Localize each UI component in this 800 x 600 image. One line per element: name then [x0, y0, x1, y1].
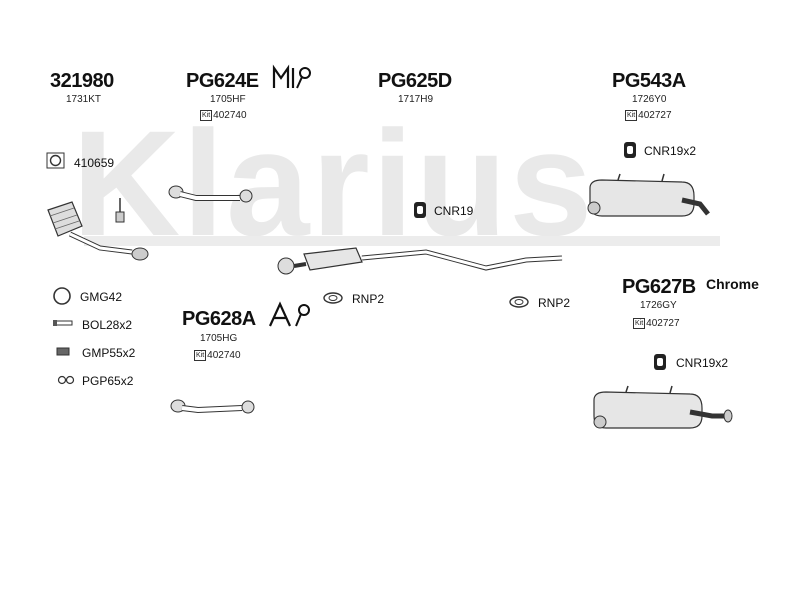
- a-badge-icon: [268, 301, 310, 327]
- part-number-pg543a[interactable]: PG543A: [612, 70, 686, 92]
- fitting-cnr19x2-top[interactable]: CNR19x2: [644, 144, 697, 158]
- kit-number: 402727: [638, 110, 672, 121]
- middle-section-pg625d-drawing: [277, 247, 563, 275]
- finish-chrome: Chrome: [706, 276, 759, 292]
- gasket-ring-icon: [323, 292, 343, 304]
- kit-number: 402740: [207, 350, 241, 361]
- fitting-gmg42[interactable]: GMG42: [80, 290, 123, 304]
- kit-icon: Kit: [200, 110, 213, 121]
- gasket-ring-icon: [53, 287, 71, 305]
- gasket-ring-icon: [509, 296, 529, 308]
- kit-402727-bottom: Kit 402727: [633, 318, 680, 329]
- kit-402727-top: Kit 402727: [625, 110, 672, 121]
- part-number-pg625d[interactable]: PG625D: [378, 70, 452, 92]
- rubber-mount-icon: [624, 142, 636, 158]
- rubber-mount-icon: [654, 354, 666, 370]
- klarius-watermark: Klarius: [72, 99, 595, 267]
- bolt-icon: [53, 320, 73, 326]
- clamp-410659-icon: [46, 152, 65, 169]
- fitting-410659[interactable]: 410659: [74, 156, 115, 170]
- part-code-1705hf: 1705HF: [210, 94, 246, 105]
- rubber-mount-icon: [414, 202, 426, 218]
- fitting-cnr19[interactable]: CNR19: [434, 204, 474, 218]
- front-pipe-pg624e-drawing: [168, 185, 253, 203]
- rear-silencer-pg543a-drawing: [587, 173, 710, 217]
- mi-badge-icon: [272, 64, 311, 89]
- clamp-icon: [56, 347, 70, 356]
- fitting-rnp2-left[interactable]: RNP2: [352, 292, 385, 306]
- kit-402740-bottom: Kit 402740: [194, 350, 241, 361]
- fitting-cnr19x2-bottom[interactable]: CNR19x2: [676, 356, 729, 370]
- part-code-1731kt: 1731KT: [66, 94, 102, 105]
- kit-icon: Kit: [194, 350, 207, 361]
- washer-icon: [57, 375, 75, 385]
- fitting-rnp2-right[interactable]: RNP2: [538, 296, 571, 310]
- fitting-pgp65x2[interactable]: PGP65x2: [82, 374, 134, 388]
- rear-silencer-pg627b-drawing: [593, 385, 733, 429]
- catalytic-converter-drawing: [47, 198, 149, 261]
- front-pipe-pg628a-drawing: [170, 399, 255, 414]
- part-code-1726gy: 1726GY: [640, 300, 677, 311]
- part-number-321980[interactable]: 321980: [50, 70, 114, 92]
- part-code-1726y0: 1726Y0: [632, 94, 667, 105]
- part-code-1717h9: 1717H9: [398, 94, 434, 105]
- kit-icon: Kit: [633, 318, 646, 329]
- kit-number: 402740: [213, 110, 247, 121]
- fitting-bol28x2[interactable]: BOL28x2: [82, 318, 133, 332]
- part-number-pg627b[interactable]: PG627B: [622, 276, 696, 298]
- part-code-1705hg: 1705HG: [200, 333, 238, 344]
- part-number-pg624e[interactable]: PG624E: [186, 70, 259, 92]
- part-number-pg628a[interactable]: PG628A: [182, 308, 256, 330]
- kit-icon: Kit: [625, 110, 638, 121]
- kit-number: 402727: [646, 318, 680, 329]
- watermark-underline: [84, 236, 720, 246]
- fitting-gmp55x2[interactable]: GMP55x2: [82, 346, 136, 360]
- kit-402740-top: Kit 402740: [200, 110, 247, 121]
